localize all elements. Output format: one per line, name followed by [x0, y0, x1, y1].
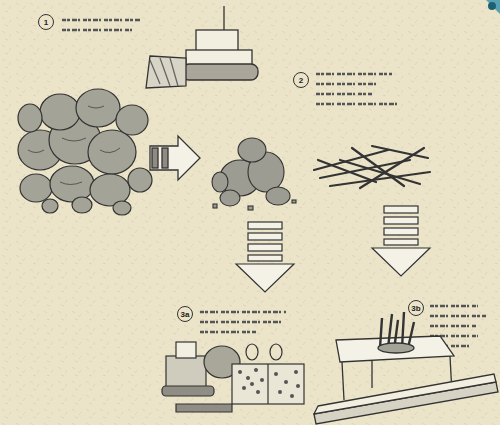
- callout-number: 3b: [408, 300, 424, 316]
- callout-number: 1: [38, 14, 54, 30]
- callout-number: 3a: [177, 306, 193, 322]
- callout-number: 2: [293, 72, 309, 88]
